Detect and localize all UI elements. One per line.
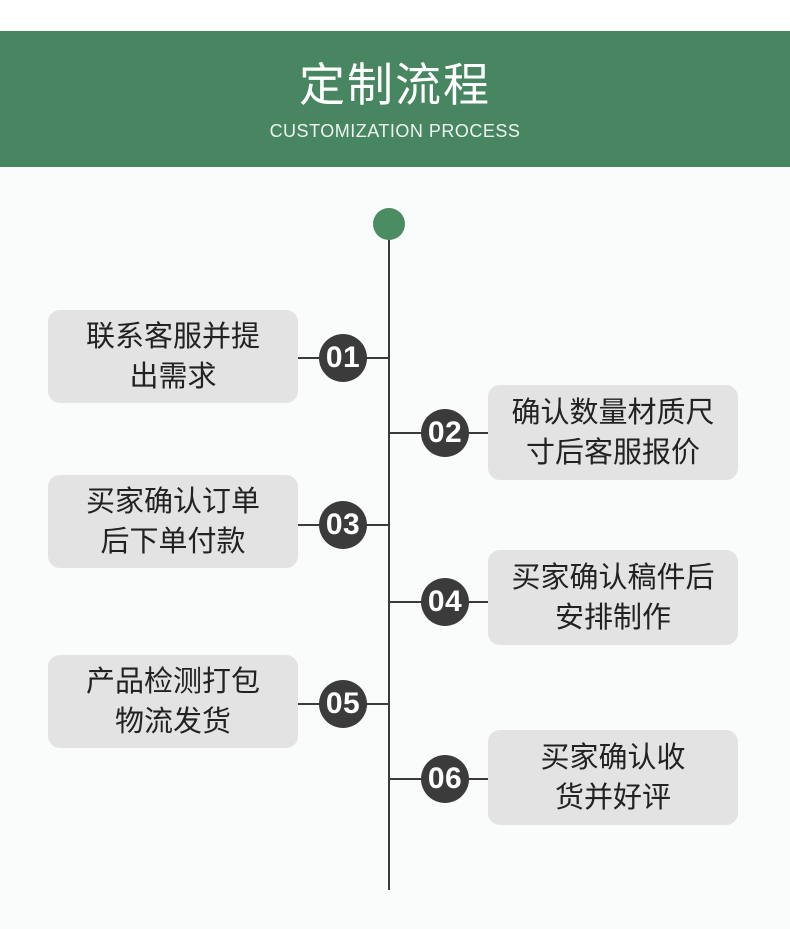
timeline-start-dot bbox=[373, 208, 405, 240]
step-2-text-line-1: 确认数量材质尺 bbox=[511, 396, 715, 429]
step-number-badge-1: 01 bbox=[319, 334, 367, 382]
step-4-text-line-1: 买家确认稿件后 bbox=[511, 561, 715, 594]
step-2-text-line-2: 寸后客服报价 bbox=[525, 436, 700, 469]
step-6-text-line-1: 买家确认收 bbox=[540, 741, 686, 774]
step-4-text-line-2: 安排制作 bbox=[554, 601, 671, 634]
step-3-text-line-1: 买家确认订单 bbox=[85, 485, 260, 518]
header-banner: 定制流程 CUSTOMIZATION PROCESS bbox=[0, 31, 790, 167]
timeline-vertical-line bbox=[388, 224, 390, 890]
step-number-badge-3: 03 bbox=[319, 501, 367, 549]
step-number-badge-4: 04 bbox=[421, 578, 469, 626]
step-box-4: 买家确认稿件后 安排制作 bbox=[488, 550, 738, 645]
step-box-6: 买家确认收 货并好评 bbox=[488, 730, 738, 825]
step-number-badge-5: 05 bbox=[319, 680, 367, 728]
step-box-3: 买家确认订单 后下单付款 bbox=[48, 475, 298, 568]
page-subtitle: CUSTOMIZATION PROCESS bbox=[269, 120, 521, 141]
step-1-text-line-1: 联系客服并提 bbox=[85, 320, 260, 353]
step-number-badge-2: 02 bbox=[421, 409, 469, 457]
step-box-2: 确认数量材质尺 寸后客服报价 bbox=[488, 385, 738, 480]
step-5-text-line-1: 产品检测打包 bbox=[85, 665, 260, 698]
step-6-text-line-2: 货并好评 bbox=[554, 781, 671, 814]
step-3-text-line-2: 后下单付款 bbox=[100, 525, 246, 558]
page-title: 定制流程 bbox=[299, 58, 491, 111]
step-box-1: 联系客服并提 出需求 bbox=[48, 310, 298, 403]
step-box-5: 产品检测打包 物流发货 bbox=[48, 655, 298, 748]
step-5-text-line-2: 物流发货 bbox=[114, 705, 231, 738]
step-number-badge-6: 06 bbox=[421, 755, 469, 803]
step-1-text-line-2: 出需求 bbox=[129, 360, 217, 393]
